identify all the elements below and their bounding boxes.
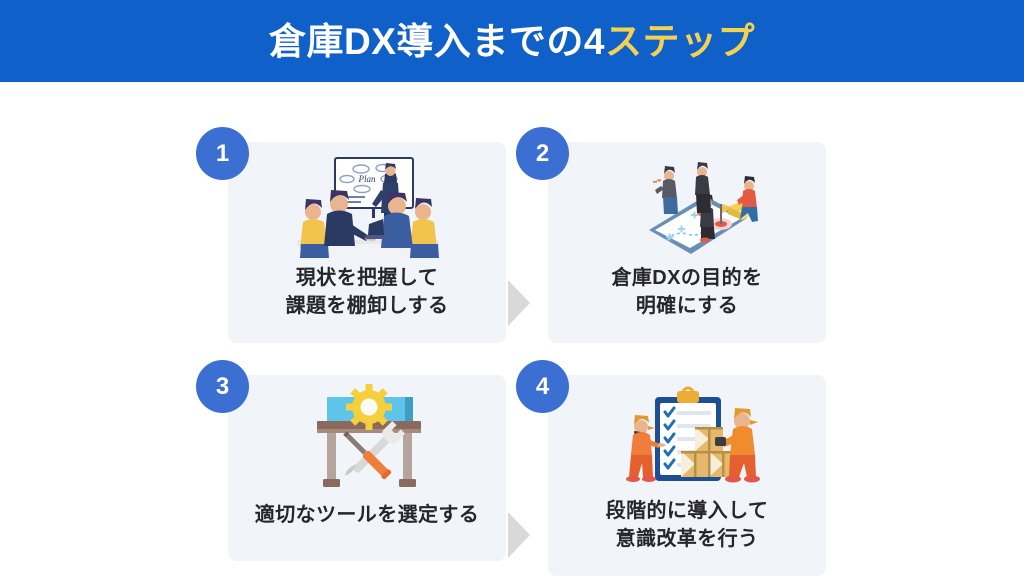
- step-card-1-panel: Plan: [228, 142, 506, 343]
- svg-text:Plan: Plan: [358, 174, 376, 184]
- step-number-badge-3: 3: [196, 360, 249, 413]
- step-label-line: 適切なツールを選定する: [254, 504, 480, 526]
- header-banner: 倉庫DX導入までの4ステップ: [0, 0, 1024, 82]
- step-card-4-label: 段階的に導入して 意識改革を行う: [606, 497, 769, 554]
- step-card-3-label: 適切なツールを選定する: [255, 501, 479, 529]
- step-card-2-panel: 倉庫DXの目的を 明確にする: [548, 142, 826, 343]
- step-card-4[interactable]: 段階的に導入して 意識改革を行う 4: [516, 360, 826, 576]
- step-label-line: 明確にする: [635, 295, 739, 318]
- step-label-line: 現状を把握して: [295, 267, 439, 289]
- step-number-badge-2: 2: [516, 127, 569, 180]
- step-card-2[interactable]: 倉庫DXの目的を 明確にする 2: [516, 127, 826, 343]
- step-label-line: 意識改革を行う: [615, 528, 759, 551]
- arrow-right-icon: [508, 512, 530, 558]
- page-title-accent: ステップ: [604, 20, 755, 62]
- meeting-whiteboard-icon: Plan: [277, 152, 457, 264]
- workbench-gear-tools-icon: [277, 383, 457, 501]
- step-label-line: 段階的に導入して: [605, 500, 769, 522]
- step-number-badge-1: 1: [196, 127, 249, 180]
- step-card-4-panel: 段階的に導入して 意識改革を行う: [548, 375, 826, 576]
- page-title: 倉庫DX導入までの4ステップ: [269, 23, 755, 60]
- step-card-1-label: 現状を把握して 課題を棚卸しする: [286, 264, 449, 321]
- arrow-right-icon: [508, 280, 530, 326]
- isometric-phone-roadmap-icon: [597, 152, 777, 264]
- step-label-line: 倉庫DXの目的を: [611, 267, 763, 289]
- step-card-3-panel: 適切なツールを選定する: [228, 375, 506, 561]
- steps-grid: Plan: [0, 82, 1024, 576]
- step-card-1[interactable]: Plan: [196, 127, 506, 343]
- checklist-warehouse-workers-icon: [597, 385, 777, 497]
- page-title-main: 倉庫DX導入までの4: [269, 20, 605, 62]
- step-number-badge-4: 4: [516, 360, 569, 413]
- step-label-line: 課題を棚卸しする: [285, 295, 449, 318]
- step-card-3[interactable]: 適切なツールを選定する 3: [196, 360, 506, 576]
- step-card-2-label: 倉庫DXの目的を 明確にする: [612, 264, 763, 321]
